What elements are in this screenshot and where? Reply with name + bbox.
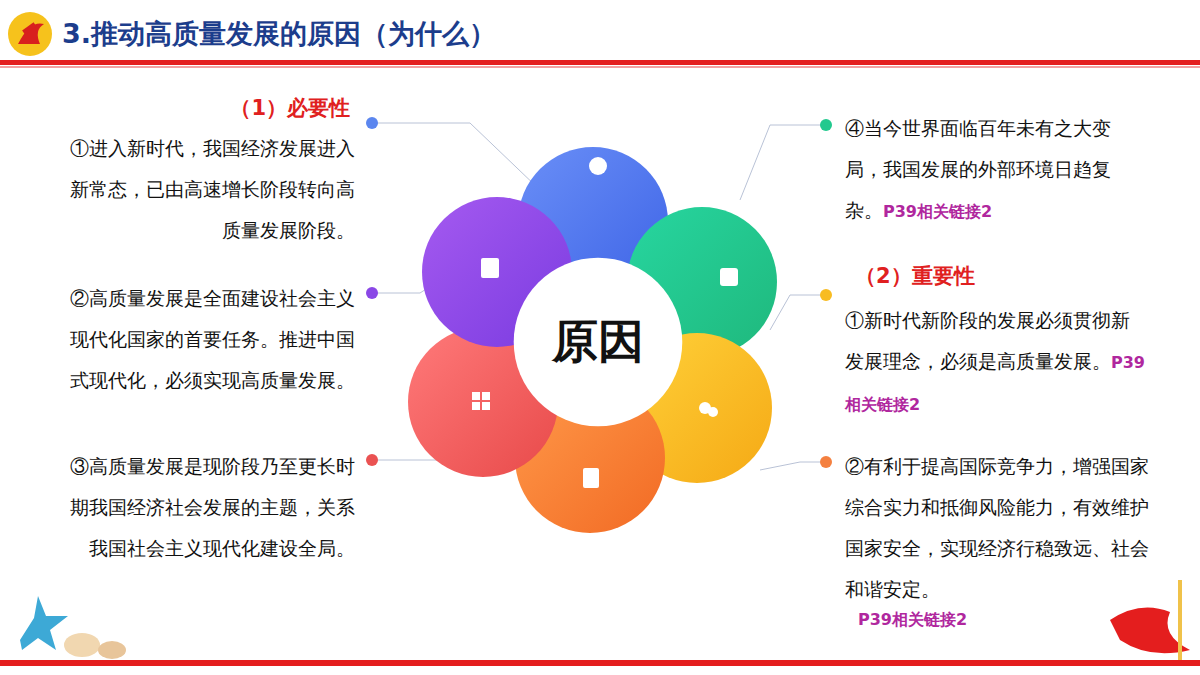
text-block: ①新时代新阶段的发展必须贯彻新发展理念，必须是高质量发展。P39相关链接2 bbox=[845, 300, 1145, 425]
text-block: P39相关链接2 bbox=[858, 604, 1058, 634]
page-reference: P39相关链接2 bbox=[858, 610, 967, 629]
reason-text: ②有利于提高国际竞争力，增强国家综合实力和抵御风险能力，有效维护国家安全，实现经… bbox=[845, 455, 1149, 600]
text-block: ②有利于提高国际竞争力，增强国家综合实力和抵御风险能力，有效维护国家安全，实现经… bbox=[845, 446, 1150, 610]
slide-title: 3.推动高质量发展的原因（为什么） bbox=[62, 16, 496, 52]
text-block: （2）重要性 bbox=[855, 256, 1055, 297]
text-block: ②高质量发展是全面建设社会主义现代化国家的首要任务。推进中国式现代化，必须实现高… bbox=[55, 278, 355, 401]
center-circle: 原因 bbox=[512, 256, 684, 428]
page-reference: P39相关链接2 bbox=[883, 202, 992, 221]
reason-text: ③高质量发展是现阶段乃至更长时期我国经济社会发展的主题，关系我国社会主义现代化建… bbox=[70, 455, 355, 559]
center-label: 原因 bbox=[552, 311, 644, 373]
text-block: ④当今世界面临百年未有之大变局，我国发展的外部环境日趋复杂。P39相关链接2 bbox=[845, 108, 1145, 232]
reason-text: ①进入新时代，我国经济发展进入新常态，已由高速增长阶段转向高质量发展阶段。 bbox=[70, 137, 355, 241]
text-block: ①进入新时代，我国经济发展进入新常态，已由高速增长阶段转向高质量发展阶段。 bbox=[55, 128, 355, 251]
text-block: （1）必要性 bbox=[180, 88, 350, 129]
section-heading: （1）必要性 bbox=[230, 96, 350, 120]
reason-text: ②高质量发展是全面建设社会主义现代化国家的首要任务。推进中国式现代化，必须实现高… bbox=[70, 287, 355, 391]
reason-text: ①新时代新阶段的发展必须贯彻新发展理念，必须是高质量发展。 bbox=[845, 309, 1130, 372]
text-block: ③高质量发展是现阶段乃至更长时期我国经济社会发展的主题，关系我国社会主义现代化建… bbox=[55, 446, 355, 569]
section-heading: （2）重要性 bbox=[855, 264, 975, 288]
